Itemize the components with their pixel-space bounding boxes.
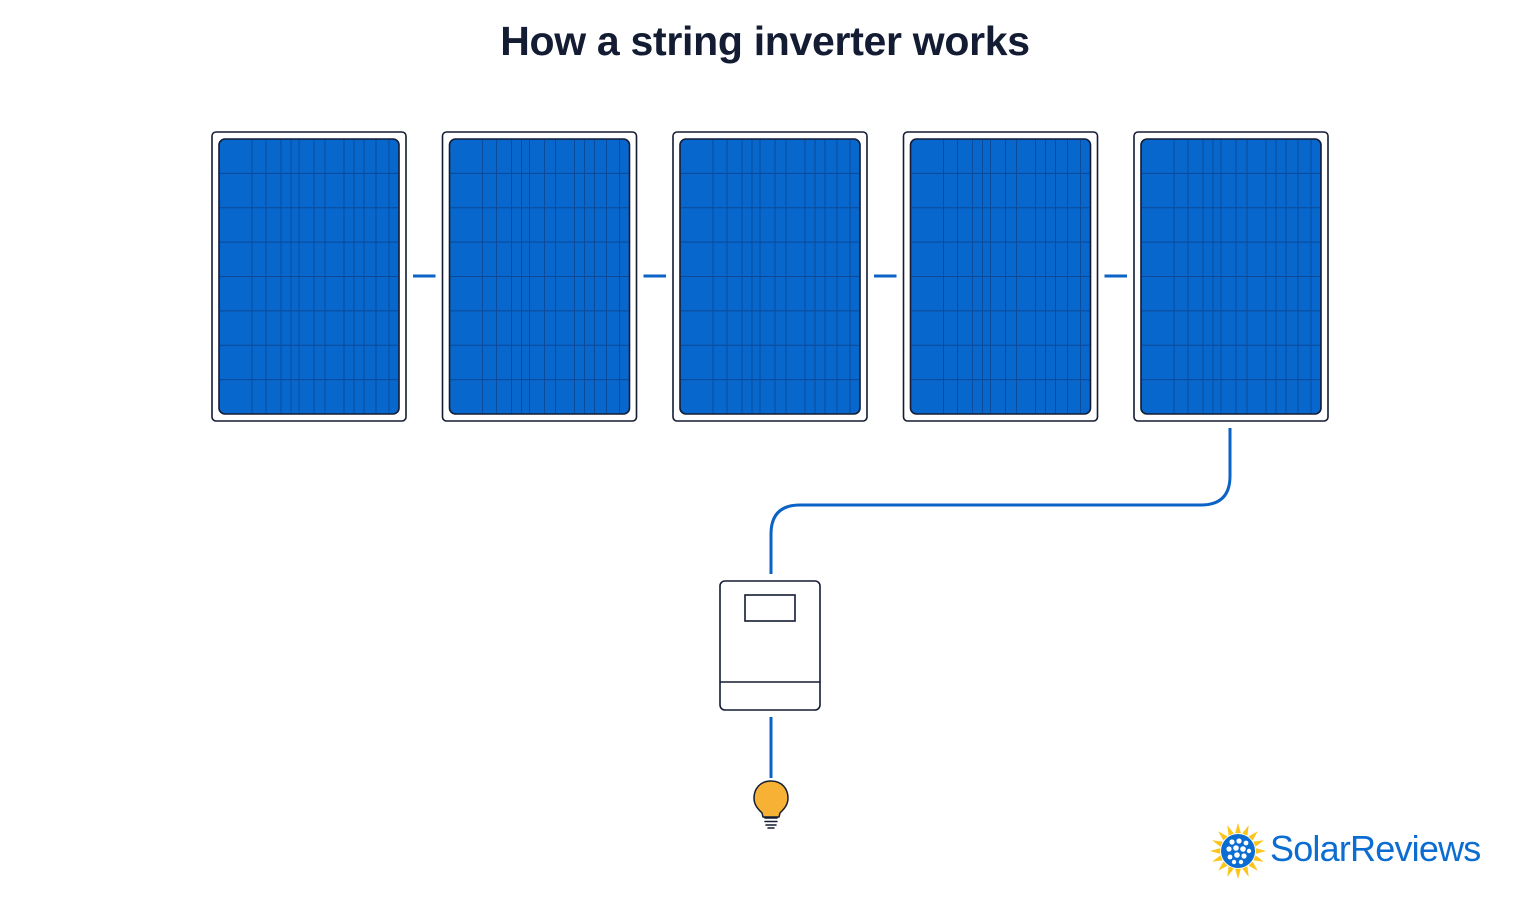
inverter-icon [719, 580, 821, 711]
brand-name: SolarReviews [1270, 828, 1481, 869]
solar-panel [902, 131, 1099, 422]
solar-panel [1133, 131, 1329, 422]
page-title: How a string inverter works [500, 18, 1030, 64]
solar-panel [211, 131, 407, 422]
panel-to-inverter-wire [769, 428, 1232, 574]
solar-panel [441, 131, 638, 422]
lightbulb-icon [753, 780, 789, 829]
solarreviews-logo: SolarReviews [1208, 822, 1518, 882]
solar-panel [672, 131, 868, 422]
solar-panel-array [211, 131, 1329, 422]
inverter-display [744, 594, 796, 622]
sun-logo-icon [1210, 823, 1266, 879]
